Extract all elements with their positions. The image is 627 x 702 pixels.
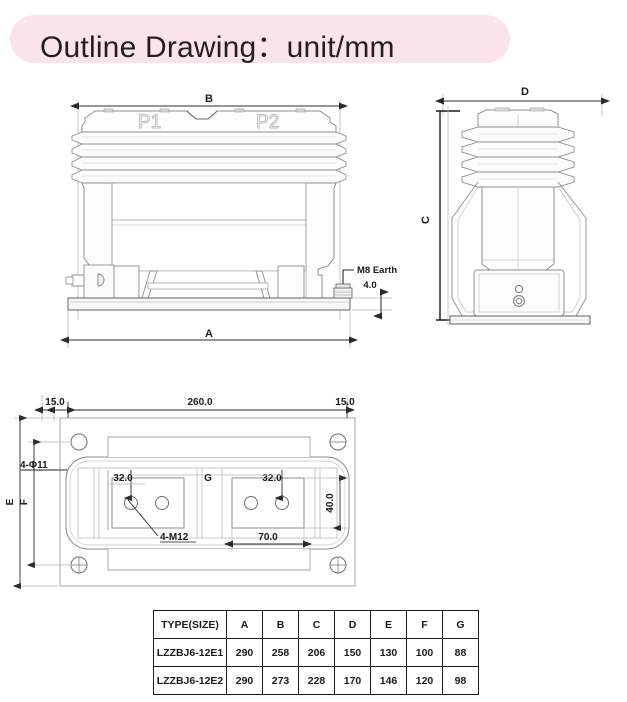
dim-label-f: F [19,499,30,505]
dim-label-left-edge: 15.0 [45,397,65,408]
base-thickness-label: 4.0 [363,280,376,291]
dim-label-right-edge: 15.0 [335,397,355,408]
dim-label-b: B [205,93,213,105]
dim-label-bolt-right: 32.0 [262,473,282,484]
side-view: D C [420,86,610,326]
column-header-a: A [226,610,263,639]
cell-b: 258 [262,638,299,667]
column-header-c: C [298,610,335,639]
dim-label-g: G [204,473,212,484]
column-header-e: E [370,610,407,639]
cell-d: 170 [334,666,371,695]
terminal-label-p2: P2 [256,112,279,133]
column-header-b: B [262,610,299,639]
dimension-table: TYPE(SIZE) A B C D E F G LZZBJ6-12E1 290… [153,610,479,695]
terminal-label-p1: P1 [138,112,161,133]
cell-f: 100 [406,638,443,667]
cell-c: 228 [298,666,335,695]
cell-c: 206 [298,638,335,667]
cell-b: 273 [262,666,299,695]
cell-g: 88 [442,638,479,667]
column-header-d: D [334,610,371,639]
base-plate [67,297,351,311]
earth-bolt [333,283,353,299]
header-banner [10,15,510,63]
earth-note-label: M8 Earth [357,265,397,276]
dim-label-c: C [420,216,432,224]
cell-e: 146 [370,666,407,695]
dim-label-bolt-left: 32.0 [113,473,133,484]
cell-f: 120 [406,666,443,695]
page-title: Outline Drawing：unit/mm [40,31,395,64]
column-header-f: F [406,610,443,639]
table-header-row: TYPE(SIZE) A B C D E F G [153,610,479,639]
dim-label-a: A [205,328,213,340]
cell-type: LZZBJ6-12E1 [153,638,227,667]
front-view: P1 P2 [60,93,397,348]
cell-a: 290 [226,666,263,695]
column-header-type: TYPE(SIZE) [153,610,227,639]
insulator-ribs [71,131,347,184]
dim-label-pad-height: 40.0 [325,493,336,513]
table-row: LZZBJ6-12E2 290 273 228 170 146 120 98 [153,666,479,695]
cell-g: 98 [442,666,479,695]
cell-a: 290 [226,638,263,667]
table-row: LZZBJ6-12E1 290 258 206 150 130 100 88 [153,638,479,667]
dim-label-d: D [521,86,529,98]
technical-drawing: P1 P2 [0,70,627,630]
dim-label-overall-width: 260.0 [187,397,212,408]
dim-label-e: E [5,498,16,505]
column-header-g: G [442,610,479,639]
cell-e: 130 [370,638,407,667]
cell-type: LZZBJ6-12E2 [153,666,227,695]
dim-label-inner-width: 70.0 [258,532,278,543]
note-threads-label: 4-M12 [160,532,189,543]
plan-view: 260.0 15.0 15.0 4-Φ11 [5,395,356,590]
cell-d: 150 [334,638,371,667]
